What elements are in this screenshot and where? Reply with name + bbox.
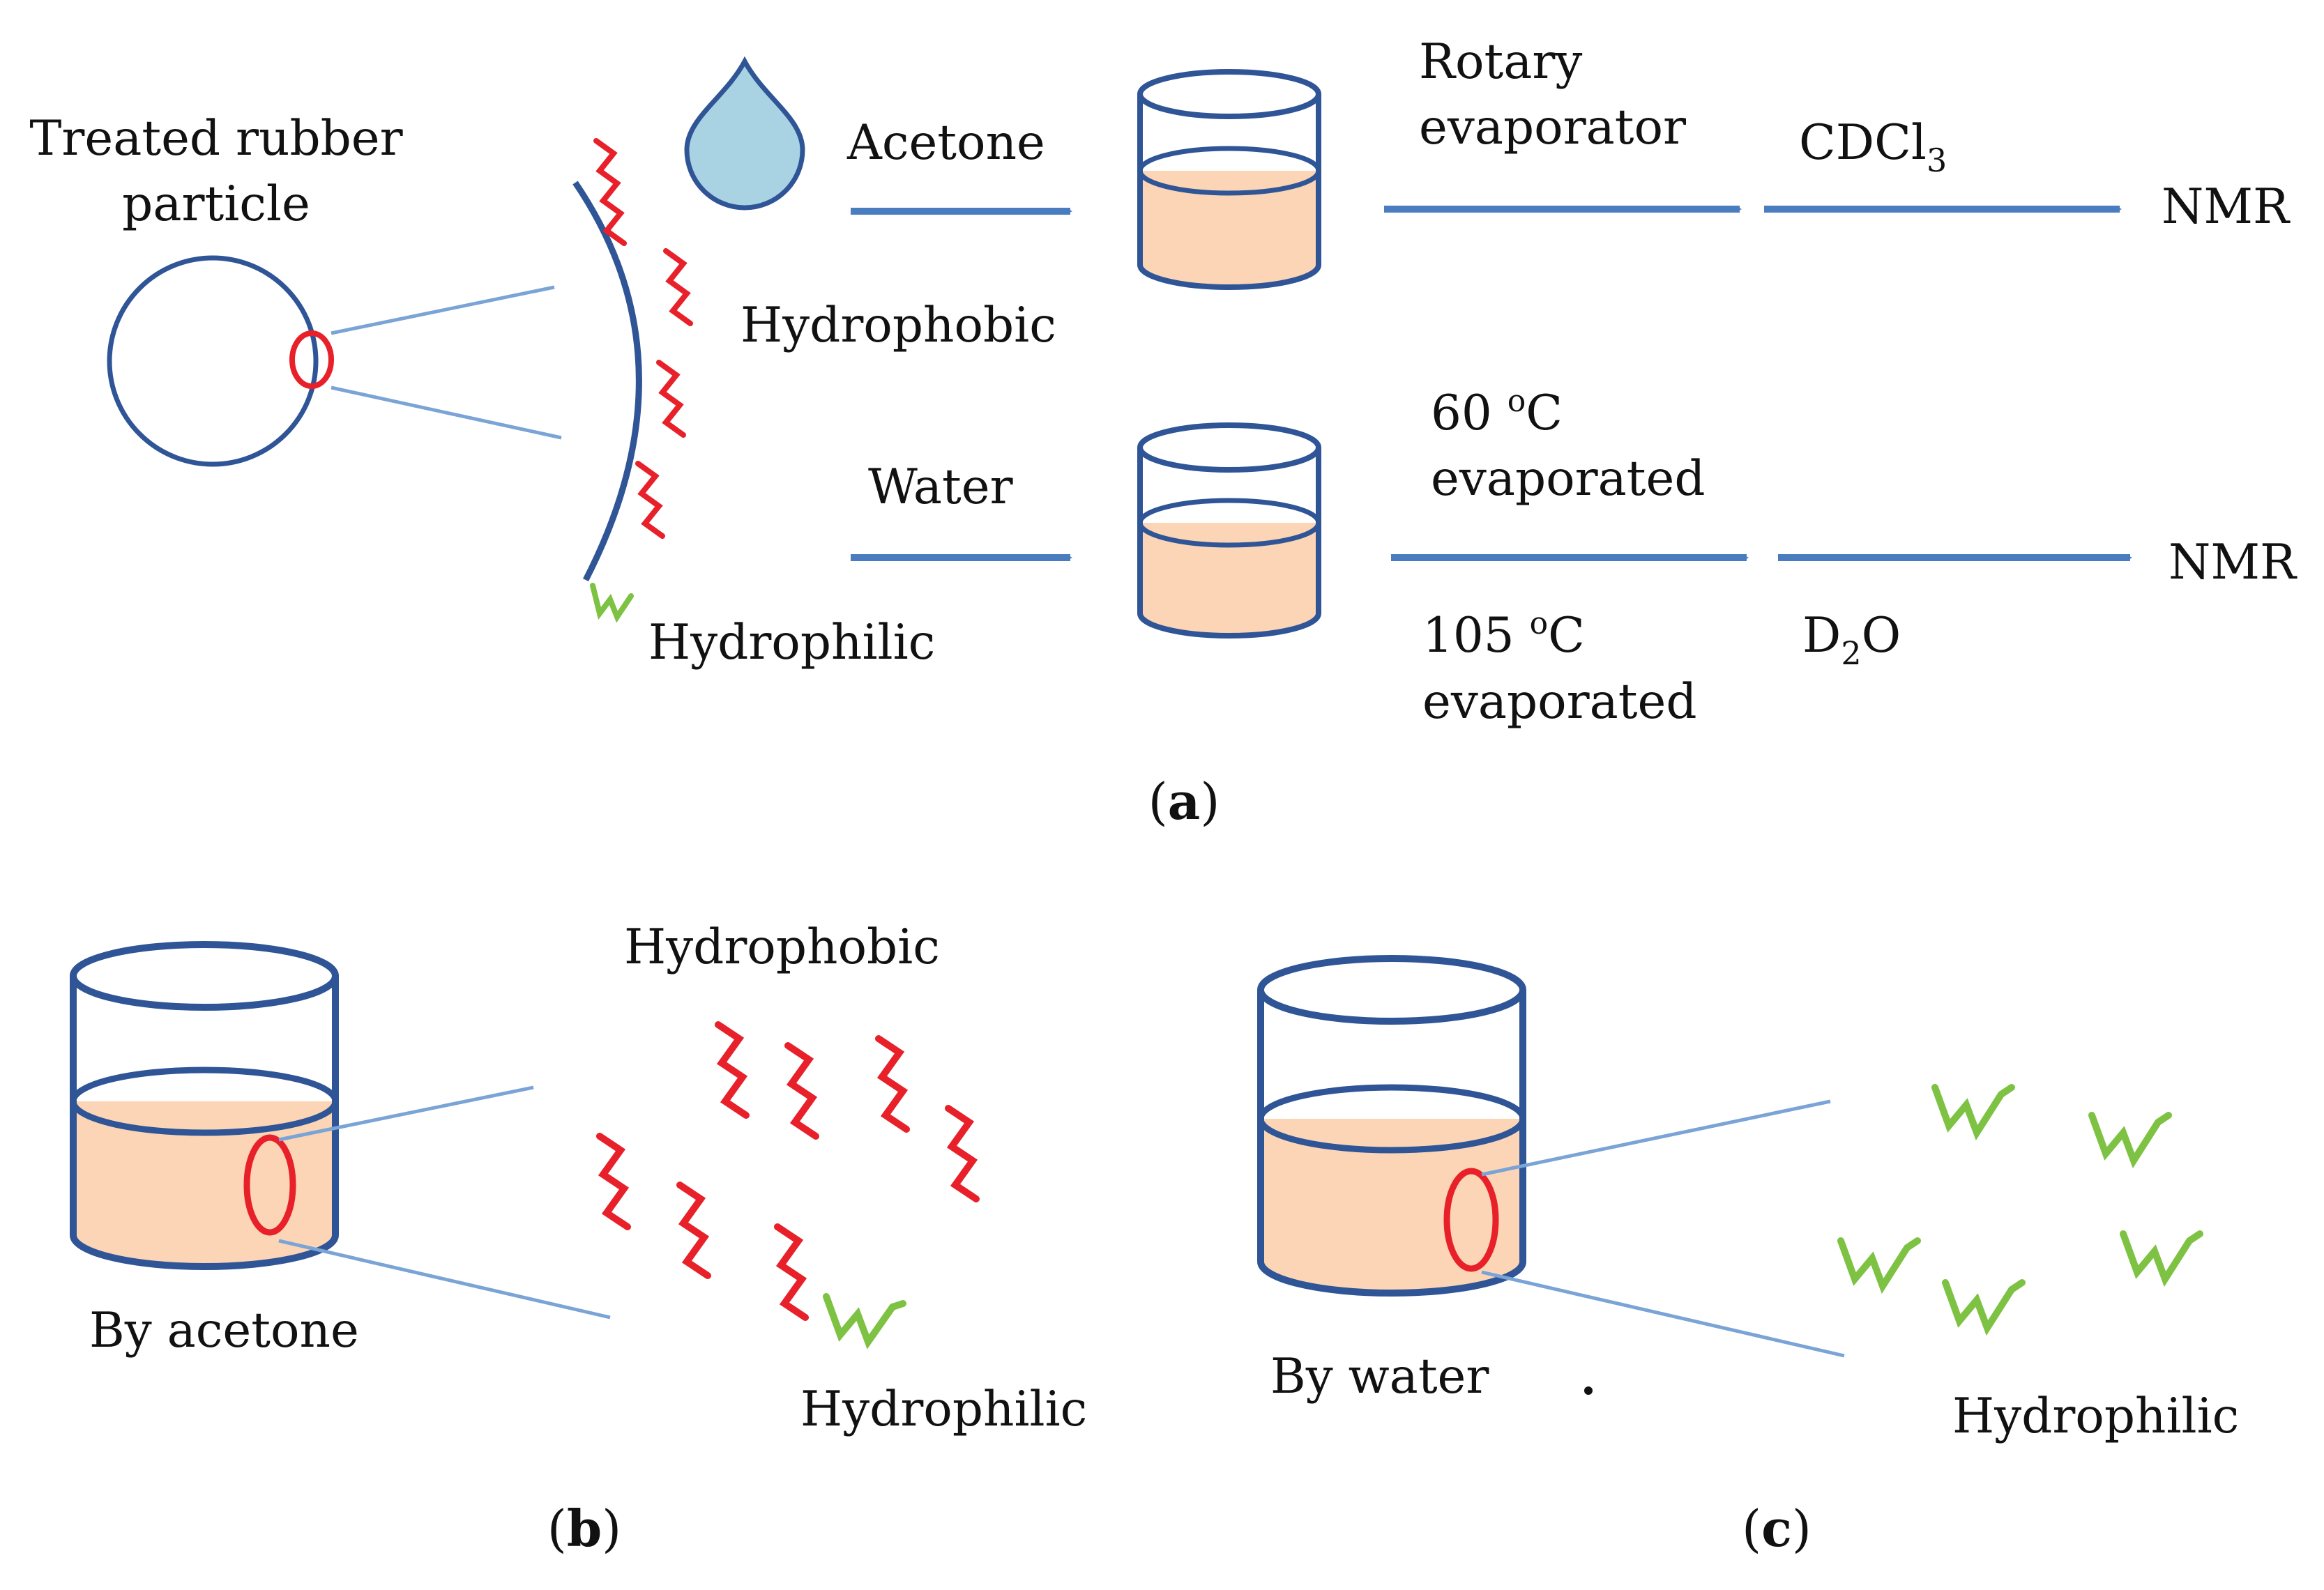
extracted-hydrophobic-chains	[596, 1021, 980, 1321]
temp-105-label: 105 oC	[1422, 606, 1585, 664]
extracted-hydrophilic-chain-b	[823, 1293, 906, 1350]
temp-60-label: 60 oC	[1431, 383, 1563, 441]
zoom-line-upper	[331, 285, 555, 335]
d2o-label: D2O	[1802, 608, 1901, 672]
hydrophilic-label-c: Hydrophilic	[1952, 1389, 2239, 1444]
evaporated-label-60: evaporated	[1431, 451, 1706, 507]
stray-dot	[1584, 1386, 1593, 1395]
surface-hydrophobic-chains	[593, 138, 693, 539]
hydrophilic-label-a: Hydrophilic	[648, 615, 935, 671]
hydrophobic-label-b: Hydrophobic	[624, 919, 940, 975]
beaker-acetone-extract	[70, 941, 339, 1270]
beaker-water-extract	[1257, 955, 1526, 1297]
caption-b: (b)	[547, 1499, 622, 1558]
acetone-label: Acetone	[846, 115, 1045, 171]
particle-label-line1: Treated rubber	[29, 111, 402, 167]
nmr-bottom-label: NMR	[2169, 535, 2298, 590]
beaker-water	[1137, 422, 1321, 639]
evaporated-label-105: evaporated	[1422, 674, 1697, 730]
caption-a: (a)	[1148, 772, 1220, 831]
zoom-circle-particle	[289, 330, 334, 389]
rubber-particle	[107, 255, 319, 467]
acetone-droplet-icon	[684, 56, 805, 211]
beaker-label-b: By acetone	[89, 1303, 359, 1359]
zoom-line-b-upper	[278, 1085, 534, 1142]
zoom-line-b-lower	[278, 1239, 611, 1320]
zoom-line-c-upper	[1481, 1099, 1831, 1177]
hydrophilic-label-b: Hydrophilic	[800, 1382, 1087, 1437]
hydrophobic-label-a: Hydrophobic	[741, 298, 1056, 353]
rotary-label-line2: evaporator	[1419, 100, 1686, 155]
cdcl3-label: CDCl3	[1799, 115, 1947, 179]
particle-label-line2: particle	[122, 176, 310, 232]
nmr-top-label: NMR	[2162, 179, 2291, 235]
beaker-label-c: By water	[1270, 1349, 1489, 1405]
zoom-line-c-lower	[1481, 1270, 1845, 1358]
rotary-label-line1: Rotary	[1419, 34, 1582, 90]
caption-c: (c)	[1742, 1499, 1812, 1558]
panel-b: By acetone Hydrophobic Hydrophilic (b)	[70, 919, 1087, 1558]
surface-hydrophilic-chain	[590, 583, 634, 623]
zoom-line-lower	[331, 385, 562, 440]
particle-surface-arc	[572, 181, 642, 582]
zoom-circle-c	[1443, 1168, 1499, 1272]
zoom-circle-b	[243, 1134, 296, 1236]
extracted-hydrophilic-chains-c	[1837, 1084, 2203, 1336]
panel-c: By water Hydrophilic (c)	[1257, 955, 2239, 1558]
beaker-acetone	[1137, 69, 1321, 290]
panel-a: Treated rubber particle Hydrophobic Hydr…	[29, 34, 2298, 831]
water-label: Water	[868, 459, 1013, 515]
